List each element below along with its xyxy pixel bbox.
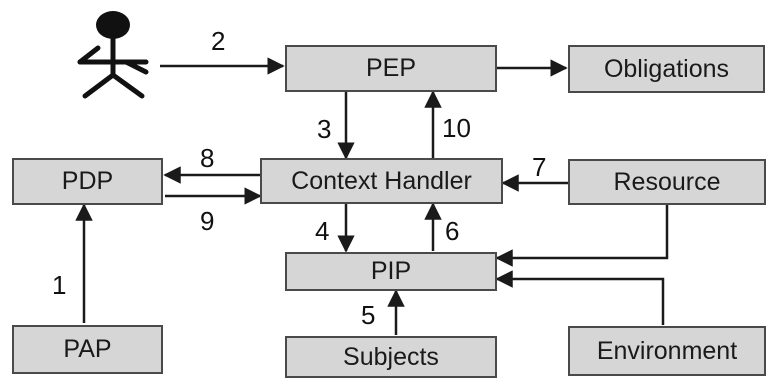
edge-label-6: 6: [445, 216, 460, 246]
edge-label-9: 9: [200, 206, 215, 236]
edge-label-3: 3: [317, 114, 332, 144]
pip-box: PIP: [285, 252, 497, 291]
resource-box: Resource: [568, 159, 766, 205]
edge-resource-to-pip: [495, 205, 669, 267]
edge-label-10: 10: [442, 113, 471, 143]
edge-label-7: 7: [532, 152, 547, 182]
edge-label-4: 4: [315, 216, 330, 246]
edge-label-1: 1: [52, 270, 67, 300]
edge-label-5: 5: [361, 300, 376, 330]
subjects-box: Subjects: [285, 336, 497, 378]
user-stick-figure-icon: [77, 11, 149, 99]
context-handler-box: Context Handler: [260, 158, 503, 204]
obligations-box: Obligations: [568, 45, 765, 93]
pap-box: PAP: [12, 325, 163, 374]
edge-environment-to-pip: [495, 270, 665, 325]
edge-label-8: 8: [200, 143, 215, 173]
edge-label-2: 2: [211, 26, 226, 56]
pdp-box: PDP: [12, 158, 163, 205]
pep-box: PEP: [285, 45, 497, 92]
environment-box: Environment: [568, 326, 766, 376]
